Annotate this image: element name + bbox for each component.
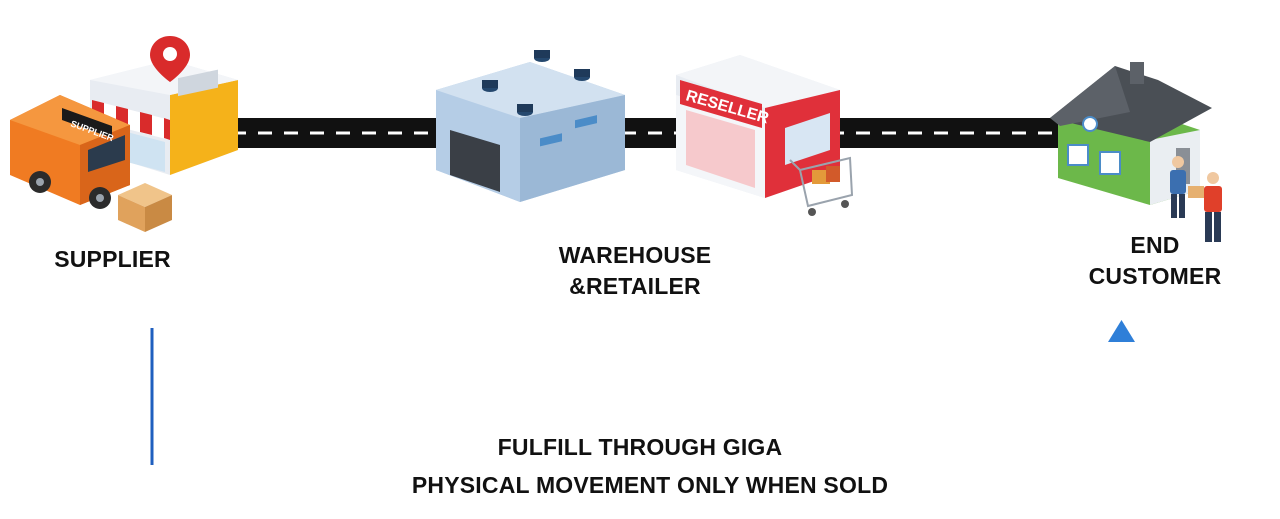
warehouse-icon [436, 50, 625, 202]
shopping-cart-icon [789, 156, 854, 216]
location-pin-icon [150, 36, 190, 82]
road [225, 118, 1085, 148]
house-icon [1050, 62, 1212, 205]
supplier-label: SUPPLIER [30, 244, 195, 275]
warehouse-retailer-label: WAREHOUSE &RETAILER [520, 240, 750, 302]
warehouse-label-line2: &RETAILER [569, 273, 701, 299]
delivery-people-icon [1170, 156, 1222, 242]
flow-bottom-label: PHYSICAL MOVEMENT ONLY WHEN SOLD [330, 470, 970, 501]
reseller-store-icon: RESELLER [676, 55, 840, 198]
end-customer-label: END CUSTOMER [1070, 230, 1240, 292]
flow-arrow [150, 320, 1135, 467]
cardboard-box-icon [118, 183, 172, 232]
flow-top-label: FULFILL THROUGH GIGA [420, 432, 860, 463]
supplier-label-text: SUPPLIER [54, 246, 171, 272]
warehouse-label-line1: WAREHOUSE [558, 242, 712, 268]
customer-label-line1: END [1130, 232, 1180, 258]
customer-label-line2: CUSTOMER [1088, 263, 1222, 289]
flow-top-label-text: FULFILL THROUGH GIGA [497, 434, 783, 460]
arrowhead-up-icon [1108, 320, 1135, 342]
flow-bottom-label-text: PHYSICAL MOVEMENT ONLY WHEN SOLD [411, 472, 889, 498]
